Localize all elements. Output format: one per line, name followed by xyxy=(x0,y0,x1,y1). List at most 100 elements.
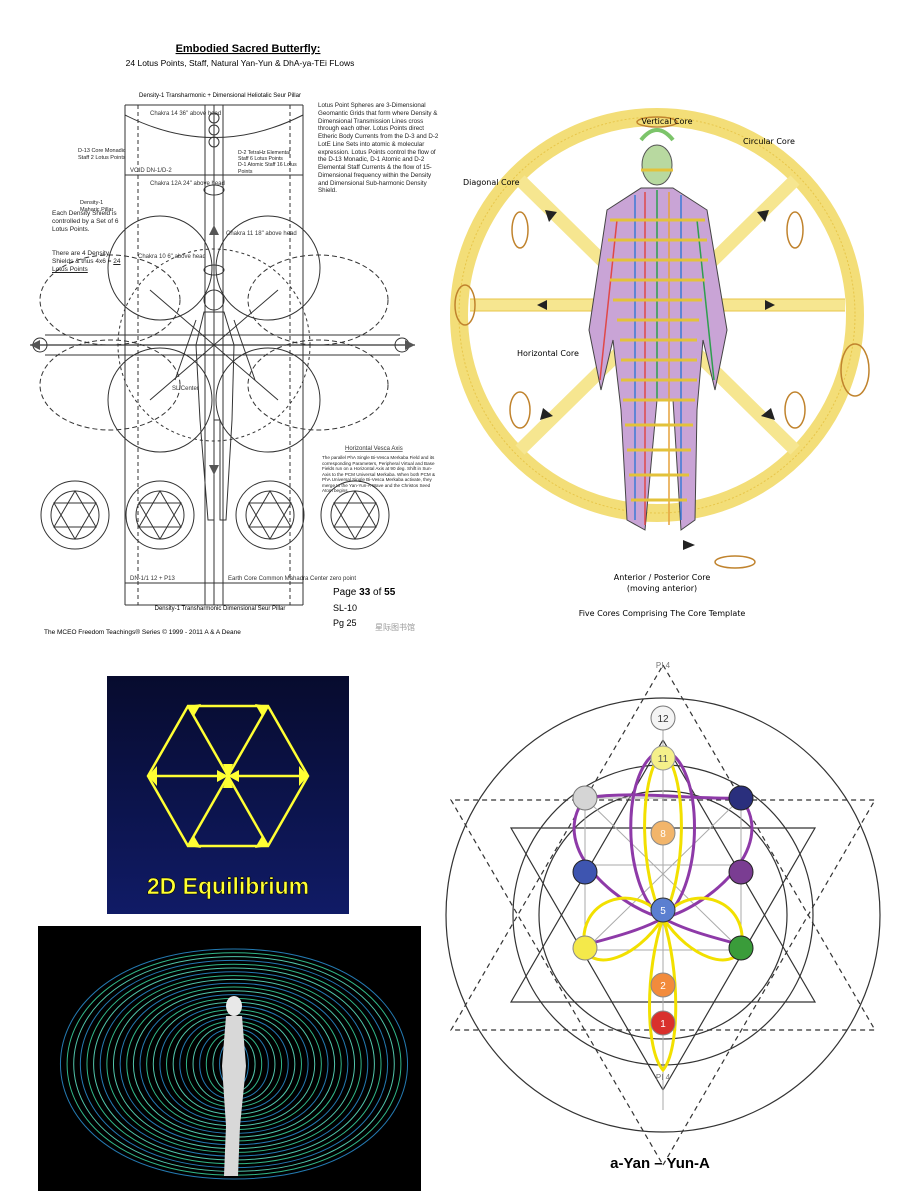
torus-panel xyxy=(38,926,421,1191)
page-label: Page xyxy=(333,587,357,598)
five-cores-svg: Vertical Core Circular Core Diagonal Cor… xyxy=(450,108,870,618)
torus-field-line xyxy=(73,956,235,1172)
torus-field-line xyxy=(106,975,235,1153)
human-figure xyxy=(588,128,728,531)
torus-field-line xyxy=(152,1001,235,1127)
node-spheres xyxy=(572,705,754,1036)
dn-label: DN-1/1 12 + P13 xyxy=(130,576,176,582)
center-label: SL Center xyxy=(172,386,199,392)
torus-field-line xyxy=(179,1016,235,1112)
copyright-text: The MCEO Freedom Teachings® Series © 199… xyxy=(44,628,241,636)
yan-yun-svg: 12 11 8 5 2 1 PI 4 PI 4 a-Yan – Yun-A xyxy=(445,661,881,1172)
earth-core-label: Earth Core Common Mahadra Center zero po… xyxy=(228,576,356,582)
torus-field-line xyxy=(233,963,382,1165)
vertical-core-label: Vertical Core xyxy=(641,117,692,126)
yan-yun-title: a-Yan – Yun-A xyxy=(610,1155,710,1172)
shield-count-note: There are 4 Density Shields & thus 4x6 = xyxy=(52,250,112,266)
torus-field-line xyxy=(233,967,375,1161)
torus-field-line xyxy=(146,997,235,1131)
torus-field-line xyxy=(199,1028,235,1100)
torus-field-line xyxy=(113,978,235,1150)
butterfly-subtitle: 24 Lotus Points, Staff, Natural Yan-Yun … xyxy=(126,58,355,68)
lotus-note: Lotus Point Spheres are 3-Dimensional Ge… xyxy=(318,102,439,195)
maharic-label: Density-1 Maharic Pillar xyxy=(80,200,114,213)
torus-field-line xyxy=(166,1009,235,1119)
torus-field-line xyxy=(233,952,402,1176)
torus-field-lines xyxy=(60,948,408,1180)
butterfly-arrowheads xyxy=(30,225,415,475)
anterior-core-sublabel: (moving anterior) xyxy=(627,584,697,593)
torus-field-line xyxy=(133,990,235,1138)
node-label-8: 8 xyxy=(660,829,666,840)
sl-label: SL-10 xyxy=(333,603,357,613)
elemental-label: D-2 TetraHz Elemental Staff 6 Lotus Poin… xyxy=(238,150,291,163)
staff-labels: D-2 TetraHz Elemental Staff 6 Lotus Poin… xyxy=(238,150,300,175)
torus-field-line xyxy=(205,1032,235,1096)
torus-field-line xyxy=(233,982,349,1146)
vesica-note: The parallel PhA Single Bi-Vesca Merkaba… xyxy=(322,455,436,493)
butterfly-title: Embodied Sacred Butterfly: xyxy=(176,43,321,55)
torus-field-line xyxy=(80,959,235,1169)
page-num: 33 xyxy=(359,587,371,598)
torus-field-line xyxy=(233,1020,282,1108)
torus-field-line xyxy=(86,963,235,1165)
atomic-label: D-1 Atomic Staff 16 Lotus Points xyxy=(238,162,297,175)
torus-field-line xyxy=(99,971,235,1157)
shield-note: Each Density Shield is controlled by a S… xyxy=(52,210,119,234)
torus-field-line xyxy=(60,948,235,1180)
core-label: D-13 Core Monadic Staff 2 Lotus Points xyxy=(78,148,126,161)
torus-field-line xyxy=(233,971,369,1157)
torus-field-line xyxy=(233,1016,289,1112)
core-arrows xyxy=(537,210,775,550)
torus-field-line xyxy=(93,967,235,1161)
torus-field-line xyxy=(233,1024,276,1104)
torus-field-line xyxy=(233,1028,269,1100)
vesica-label: Horizontal Vesca Axis xyxy=(345,446,403,452)
page-total: 55 xyxy=(384,587,396,598)
diagonal-core-label: Diagonal Core xyxy=(463,178,520,187)
void-label: VOID DN-1/D-2 xyxy=(130,168,172,174)
page-of: of xyxy=(373,587,382,598)
torus-field-line xyxy=(186,1020,235,1108)
torus-field-line xyxy=(233,997,322,1131)
node-label-1: 1 xyxy=(660,1019,666,1030)
torus-field-line xyxy=(126,986,235,1142)
torus-field-line xyxy=(233,994,329,1134)
torus-field-line xyxy=(233,975,362,1153)
node-label-12: 12 xyxy=(657,714,669,725)
bottom-pole-label: PI 4 xyxy=(656,1073,671,1082)
torus-field-line xyxy=(233,1032,263,1096)
top-pillar-label: Density-1 Transharmonic + Dimensional He… xyxy=(139,93,301,99)
torus-field-line xyxy=(192,1024,235,1104)
equilibrium-label: 2D Equilibrium xyxy=(147,873,309,899)
torus-field-line xyxy=(66,952,235,1176)
node-label-5: 5 xyxy=(660,906,666,917)
yan-yun-diagram: 12 11 8 5 2 1 PI 4 PI 4 a-Yan – Yun-A xyxy=(445,650,900,1200)
five-cores-diagram: Vertical Core Circular Core Diagonal Cor… xyxy=(445,100,900,630)
torus-field-line xyxy=(233,1005,309,1123)
torus-field-line xyxy=(233,1013,296,1115)
standing-figure xyxy=(222,996,246,1176)
torus-field-line xyxy=(233,990,335,1138)
chakra11-label: Chakra 11 18" above head xyxy=(226,231,297,237)
torus-field-line xyxy=(233,948,408,1180)
shield-count: There are 4 Density Shields & thus 4x6 =… xyxy=(52,250,124,274)
watermark-text: 星际图书馆 xyxy=(375,622,415,632)
torus-field-line xyxy=(233,1009,302,1119)
page-indicator: Page 33 of 55 xyxy=(333,587,396,598)
torus-field-line xyxy=(172,1013,235,1115)
torus-field-line xyxy=(233,986,342,1142)
torus-field-line xyxy=(233,956,395,1172)
horizontal-core-label: Horizontal Core xyxy=(517,349,579,358)
circular-core-label: Circular Core xyxy=(743,137,795,146)
node-label-11: 11 xyxy=(658,754,669,765)
node-labels: 12 11 8 5 2 1 xyxy=(657,714,669,1030)
torus-field-line xyxy=(233,978,355,1150)
sacred-butterfly-diagram: Embodied Sacred Butterfly: 24 Lotus Poin… xyxy=(0,0,445,650)
chakra10-label: Chakra 10 6" above head xyxy=(138,254,206,260)
equilibrium-panel: 2D Equilibrium xyxy=(107,676,349,914)
torus-field-line xyxy=(233,1001,316,1127)
top-pole-label: PI 4 xyxy=(656,661,671,670)
sacred-butterfly-svg: Embodied Sacred Butterfly: 24 Lotus Poin… xyxy=(30,43,439,636)
pillar-frame xyxy=(30,104,415,606)
